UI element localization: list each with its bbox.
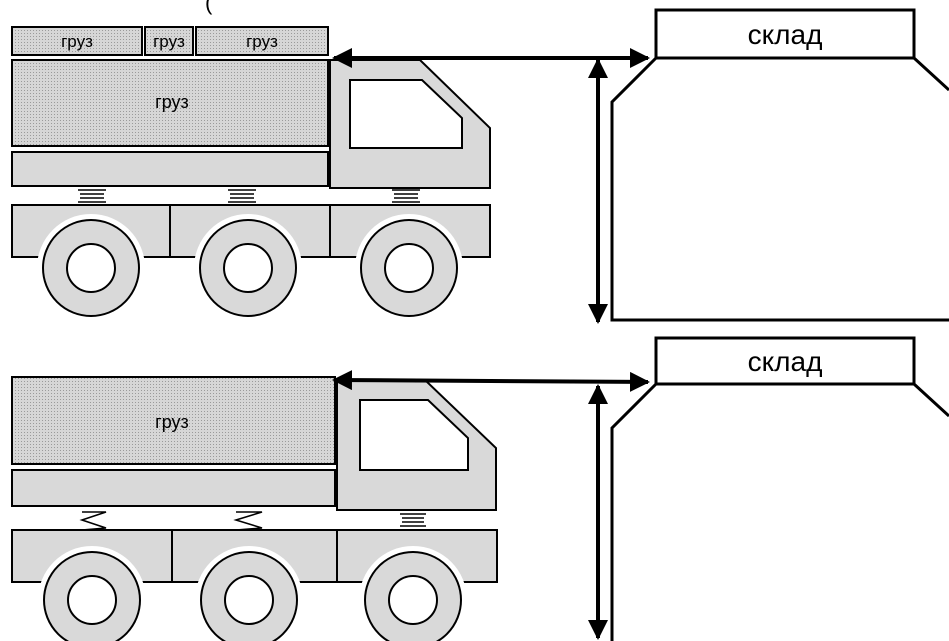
wheel-1-hub <box>67 575 117 625</box>
springs <box>78 189 420 203</box>
wheel-2-hub <box>223 243 273 293</box>
warehouse-label: склад <box>748 346 823 377</box>
horizontal-arrow <box>332 370 650 392</box>
main-cargo <box>11 376 336 465</box>
top-caption-fragment: ( <box>205 0 213 15</box>
truck-bed <box>11 151 329 187</box>
wheel-2-hub <box>224 575 274 625</box>
cargo-box-3-label: груз <box>246 32 278 51</box>
warehouse-building <box>610 56 949 322</box>
main-cargo <box>11 59 329 147</box>
springs <box>79 511 426 531</box>
truck-bed <box>11 469 336 507</box>
warehouse-label: склад <box>748 19 823 50</box>
cargo-box-1-label: груз <box>61 32 93 51</box>
cargo-box-3 <box>195 26 329 56</box>
cargo-box-1 <box>11 26 143 56</box>
main-cargo-label: груз <box>155 92 189 112</box>
wheel-3-hub <box>388 575 438 625</box>
warehouse-sign <box>654 8 916 60</box>
scene-top: груз груз груз груз <box>11 8 949 324</box>
cargo-box-2-label: груз <box>153 32 185 51</box>
cab-window <box>349 79 463 149</box>
wheel-1-hub <box>66 243 116 293</box>
scene-bottom: груз склад <box>11 336 949 641</box>
cargo-box-2 <box>144 26 194 56</box>
cab-window <box>359 399 469 471</box>
wheel-3-hub <box>384 243 434 293</box>
warehouse-sign <box>654 336 916 386</box>
main-cargo-label: груз <box>155 412 189 432</box>
warehouse-building <box>610 382 949 641</box>
